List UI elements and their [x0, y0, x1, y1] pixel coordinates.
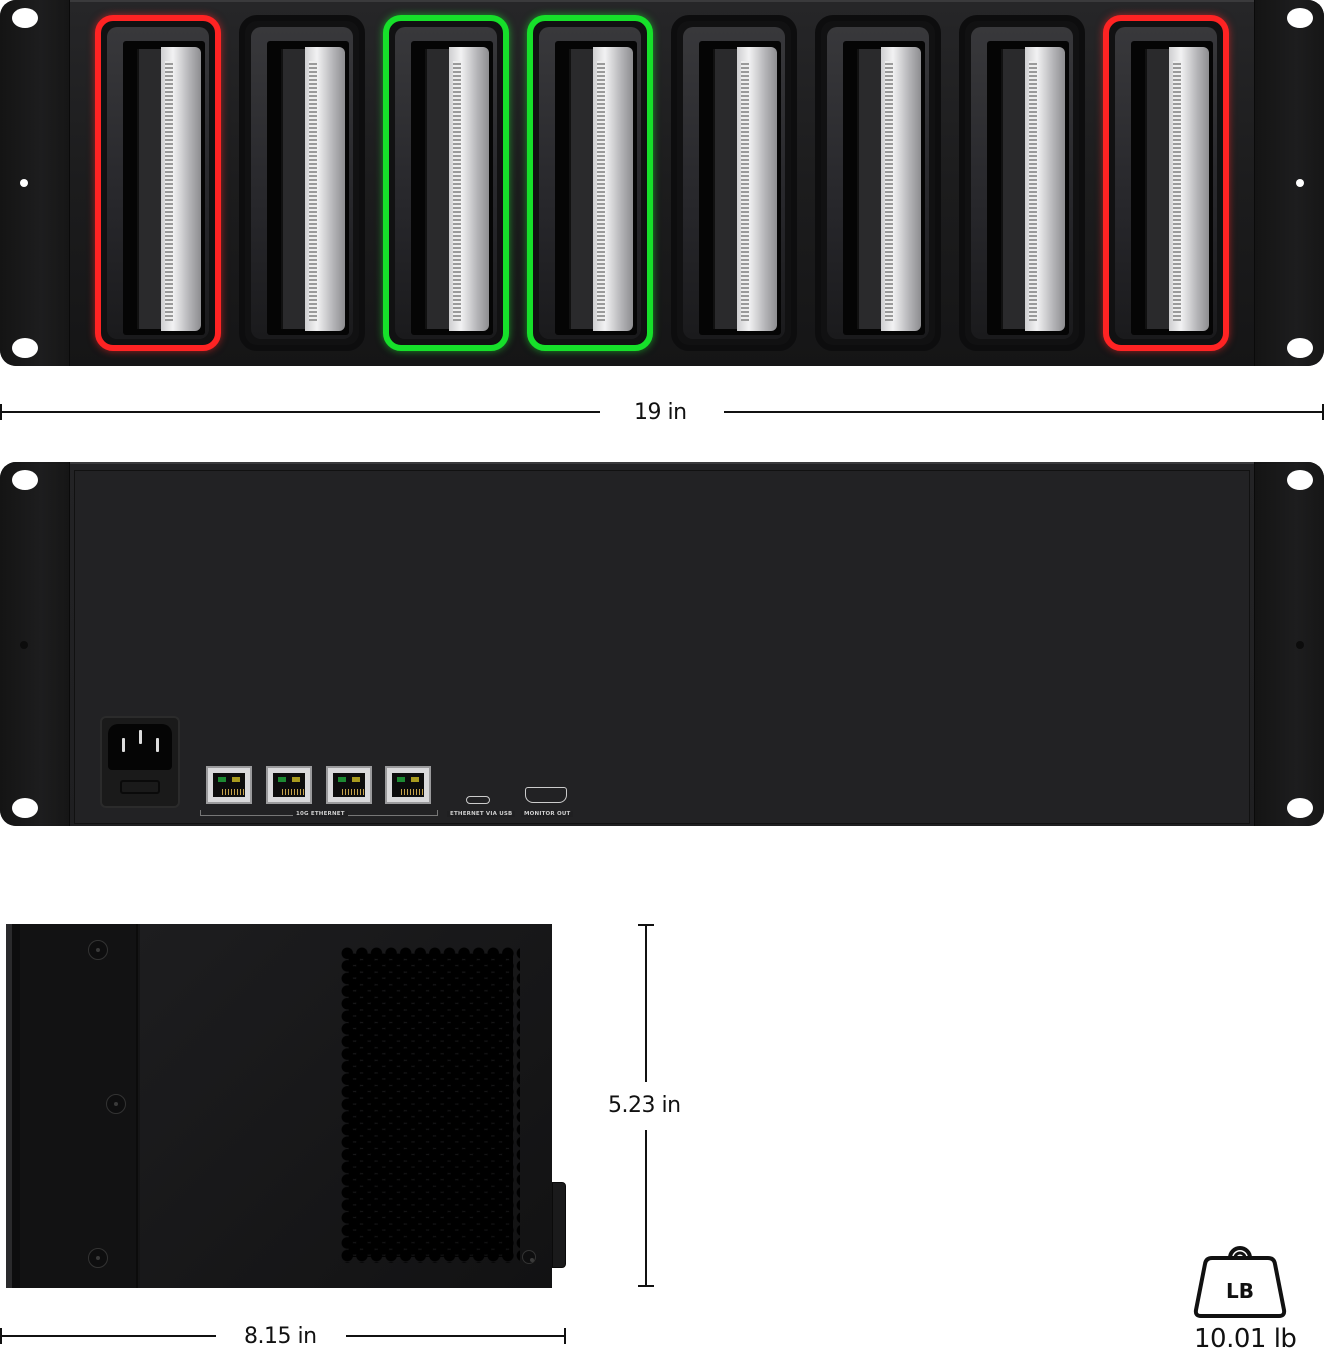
usb-c-port[interactable] [466, 796, 490, 804]
rear-connector-protrusion [552, 1182, 566, 1268]
rack-mount-hole [12, 798, 38, 818]
dimension-line [0, 1335, 216, 1337]
ethernet-port-1[interactable] [206, 766, 252, 804]
dimension-line [0, 411, 600, 413]
dimension-line [645, 924, 647, 1082]
rack-mount-hole [1287, 8, 1313, 28]
drive-bay-6[interactable] [815, 15, 941, 351]
front-view [0, 0, 1324, 366]
ear-pin [20, 179, 28, 187]
weight-label: 10.01 lb [1194, 1324, 1297, 1354]
rack-mount-hole [12, 338, 38, 358]
width-label: 19 in [634, 400, 687, 425]
svg-text:LB: LB [1226, 1279, 1254, 1303]
height-label: 5.23 in [608, 1093, 681, 1118]
screw-icon [522, 1250, 536, 1264]
ethernet-group-label: 10G ETHERNET [293, 811, 348, 817]
drive-bay-5[interactable] [671, 15, 797, 351]
dimension-tick [564, 1328, 566, 1344]
screw-icon [88, 1248, 108, 1268]
rack-mount-hole [12, 8, 38, 28]
rack-mount-hole [1287, 470, 1313, 490]
rear-cover [74, 470, 1250, 824]
screw-icon [88, 940, 108, 960]
power-inlet[interactable] [100, 716, 180, 808]
rear-view [0, 462, 1324, 826]
dimension-line [346, 1335, 566, 1337]
depth-label: 8.15 in [244, 1324, 317, 1349]
ventilation-grille [347, 953, 513, 1257]
drive-bay-1[interactable] [95, 15, 221, 351]
drive-bays [95, 15, 1230, 351]
rack-ear-left [0, 0, 70, 366]
rack-mount-hole [1287, 338, 1313, 358]
drive-bay-8[interactable] [1103, 15, 1229, 351]
drive-bay-3[interactable] [383, 15, 509, 351]
rear-panel [70, 462, 1254, 826]
weight-icon: LB [1193, 1246, 1287, 1318]
rack-ear-left [0, 462, 70, 826]
rack-ear-right [1254, 0, 1324, 366]
rack-ear-right [1254, 462, 1324, 826]
dimension-tick [638, 1285, 654, 1287]
dimension-line [645, 1130, 647, 1286]
rack-mount-hole [12, 470, 38, 490]
rack-mount-hole [1287, 798, 1313, 818]
usb-port-label: ETHERNET VIA USB [447, 811, 516, 817]
ear-pin [1296, 641, 1304, 649]
fuse-holder [120, 780, 160, 794]
dimension-tick [1322, 404, 1324, 420]
ethernet-port-4[interactable] [385, 766, 431, 804]
power-socket-icon [108, 724, 172, 770]
drive-bay-4[interactable] [527, 15, 653, 351]
ethernet-port-3[interactable] [326, 766, 372, 804]
screw-icon [106, 1094, 126, 1114]
drive-bay-2[interactable] [239, 15, 365, 351]
drive-bay-7[interactable] [959, 15, 1085, 351]
dimension-line [724, 411, 1324, 413]
ear-pin [20, 641, 28, 649]
ear-pin [1296, 179, 1304, 187]
side-front-bracket [6, 924, 138, 1288]
hdmi-port-label: MONITOR OUT [521, 811, 574, 817]
hdmi-port[interactable] [525, 787, 567, 803]
ethernet-port-2[interactable] [266, 766, 312, 804]
